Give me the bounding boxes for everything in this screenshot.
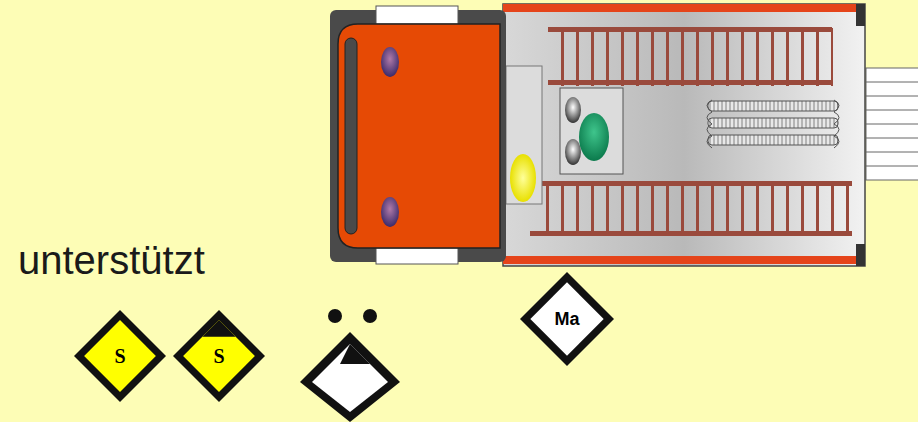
- symbol-letter: Ma: [554, 309, 579, 330]
- hazard-diamond: S: [74, 310, 166, 402]
- caption-label: unterstützt: [18, 238, 205, 283]
- symbol-letter: S: [114, 345, 125, 368]
- symbol-letter: S: [213, 345, 224, 368]
- hazard-diamond: S: [173, 310, 265, 402]
- hazard-diamond: Ma: [520, 272, 614, 366]
